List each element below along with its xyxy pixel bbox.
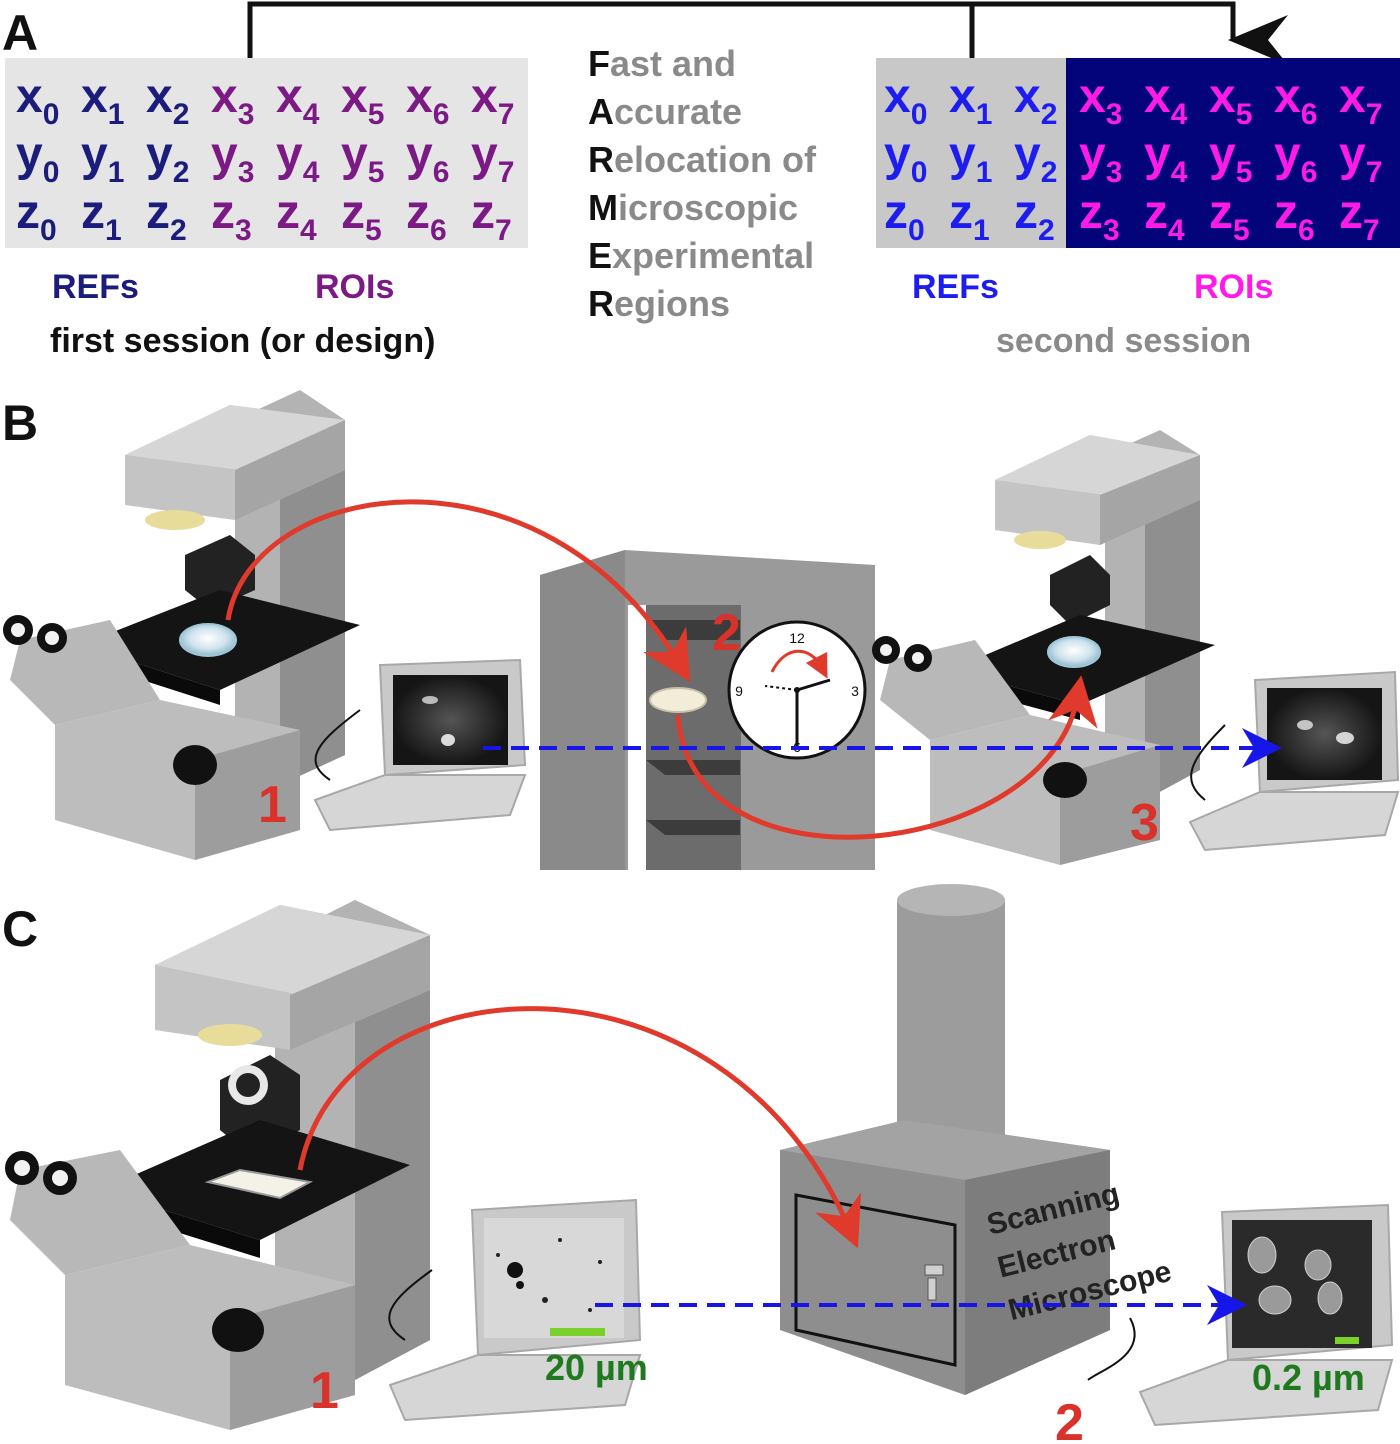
first-coord-z3: z3: [211, 186, 252, 247]
acronym-line-3: Relocation of: [588, 139, 817, 180]
laptop-b3: [1188, 670, 1400, 852]
step-b-1: 1: [258, 776, 287, 834]
first-coord-x0: x0: [16, 70, 59, 131]
second-coord-z4: z4: [1144, 186, 1185, 247]
second-rois-label: ROIs: [1194, 268, 1273, 306]
panel-letter-c: C: [2, 901, 38, 957]
acronym-line-2: Accurate: [588, 91, 742, 132]
second-coord-z6: z6: [1274, 186, 1315, 247]
second-refs-label: REFs: [912, 268, 999, 306]
first-coord-y0: y0: [16, 128, 59, 189]
second-coord-x0: x0: [884, 70, 927, 131]
second-coord-x6: x6: [1274, 70, 1317, 131]
second-coord-y5: y5: [1209, 128, 1252, 189]
first-coord-y2: y2: [146, 128, 189, 189]
second-coord-y0: y0: [884, 128, 927, 189]
first-coord-y4: y4: [276, 128, 320, 189]
first-coord-x7: x7: [471, 70, 514, 131]
step-b-2: 2: [712, 604, 741, 662]
relocation-connector: [247, 1, 1288, 65]
second-coord-x3: x3: [1079, 70, 1122, 131]
clock-icon: 12 3 6 9: [727, 620, 867, 760]
first-coord-x2: x2: [146, 70, 189, 131]
second-coord-y2: y2: [1014, 128, 1057, 189]
step-b-3: 3: [1130, 794, 1159, 852]
first-coord-z4: z4: [276, 186, 317, 247]
panel-letter-b: B: [2, 395, 38, 451]
second-coord-y7: y7: [1339, 128, 1382, 189]
clock-3: 3: [851, 683, 859, 699]
first-coord-z7: z7: [471, 186, 512, 247]
transfer-arrow-to-sem: [297, 1006, 861, 1249]
second-coord-z1: z1: [949, 186, 990, 247]
first-coord-x4: x4: [276, 70, 320, 131]
first-session-coordinates: x0 x1 x2 x3 x4 x5 x6 x7 y0 y1 y2 y3 y4 y5 y6 y7 z0 z1 z2 z3…: [16, 70, 514, 247]
first-coord-y6: y6: [406, 128, 449, 189]
first-coord-y7: y7: [471, 128, 514, 189]
acronym-line-1: Fast and: [588, 43, 736, 84]
first-refs-label: REFs: [52, 268, 139, 306]
transfer-arrow-to-microscope: [675, 675, 1098, 840]
light-microscope-3: [872, 430, 1215, 865]
first-session-caption: first session (or design): [50, 322, 435, 360]
first-coord-z6: z6: [406, 186, 447, 247]
panel-letter-a: A: [2, 5, 38, 61]
first-rois-label: ROIs: [315, 268, 394, 306]
second-coord-z3: z3: [1079, 186, 1120, 247]
transfer-arrow-to-incubator: [225, 499, 691, 683]
second-coord-z5: z5: [1209, 186, 1250, 247]
acronym-line-6: Regions: [588, 283, 730, 324]
first-coord-x5: x5: [341, 70, 384, 131]
acronym-line-5: Experimental: [588, 235, 814, 276]
second-coord-x4: x4: [1144, 70, 1188, 131]
scanning-electron-microscope: Scanning Electron Microscope: [780, 884, 1175, 1395]
second-coord-x2: x2: [1014, 70, 1057, 131]
step-c-2: 2: [1055, 1394, 1084, 1444]
first-coord-z2: z2: [146, 186, 187, 247]
scale-bar-label-20um: 20 µm: [545, 1347, 648, 1388]
clock-12: 12: [789, 630, 805, 646]
second-coord-x7: x7: [1339, 70, 1382, 131]
second-session-caption: second session: [996, 322, 1251, 360]
second-coord-x5: x5: [1209, 70, 1252, 131]
first-coord-y1: y1: [81, 128, 124, 189]
second-session-ref-box: [876, 58, 1066, 248]
laptop-b1: [313, 658, 527, 832]
second-coord-z0: z0: [884, 186, 925, 247]
second-coord-z7: z7: [1339, 186, 1380, 247]
laptop-c1: [388, 1198, 642, 1422]
second-coord-z2: z2: [1014, 186, 1055, 247]
first-coord-x3: x3: [211, 70, 254, 131]
second-coord-y4: y4: [1144, 128, 1188, 189]
second-session-roi-box: [1066, 58, 1400, 248]
light-microscope-c1: [5, 900, 430, 1430]
first-coord-x6: x6: [406, 70, 449, 131]
acronym-line-4: Microscopic: [588, 187, 798, 228]
first-coord-z5: z5: [341, 186, 382, 247]
first-coord-z1: z1: [81, 186, 122, 247]
first-coord-y5: y5: [341, 128, 384, 189]
second-coord-y6: y6: [1274, 128, 1317, 189]
second-session-coordinates: x0 x1 x2 x3 x4 x5 x6 x7 y0 y1 y2 y3 y4 y5 y6 y7 z0 z1 z2 z3…: [884, 70, 1382, 247]
first-coord-y3: y3: [211, 128, 254, 189]
second-coord-x1: x1: [949, 70, 992, 131]
step-c-1: 1: [310, 1362, 339, 1420]
first-coord-z0: z0: [16, 186, 57, 247]
light-microscope-1: [3, 390, 360, 860]
second-coord-y3: y3: [1079, 128, 1122, 189]
clock-9: 9: [735, 683, 743, 699]
scale-bar-label-02um: 0.2 µm: [1252, 1357, 1365, 1398]
first-coord-x1: x1: [81, 70, 124, 131]
first-session-box: [5, 58, 528, 248]
second-coord-y1: y1: [949, 128, 992, 189]
laptop-c2: [1087, 1203, 1394, 1427]
